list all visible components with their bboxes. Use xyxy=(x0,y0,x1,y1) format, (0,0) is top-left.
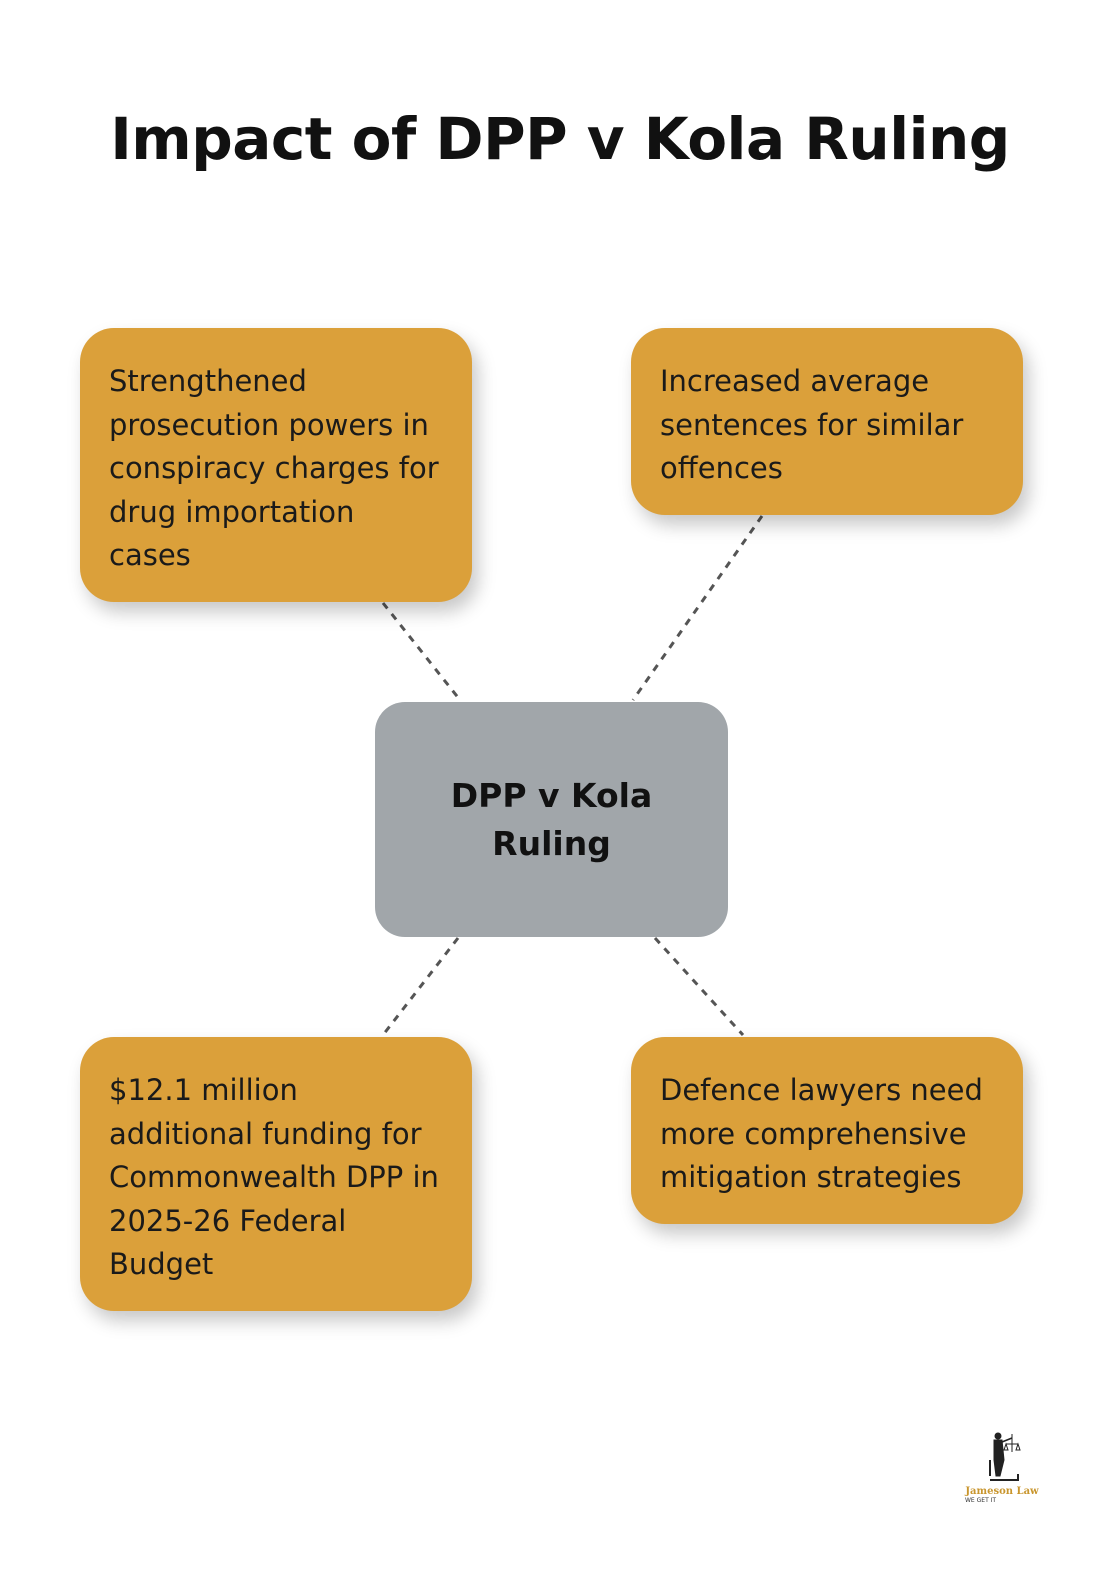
box-top-right: Increased average sentences for similar … xyxy=(631,328,1023,515)
connector-bottom-left xyxy=(381,937,460,1036)
box-top-left: Strengthened prosecution powers in consp… xyxy=(80,328,472,602)
lady-justice-icon xyxy=(989,1432,1021,1481)
connector-top-right xyxy=(631,515,764,701)
connector-bottom-right xyxy=(653,936,745,1037)
box-bottom-left: $12.1 million additional funding for Com… xyxy=(80,1037,472,1311)
page-title: Impact of DPP v Kola Ruling xyxy=(110,105,1010,173)
logo-tagline: WE GET IT xyxy=(965,1497,997,1504)
box-bottom-right: Defence lawyers need more comprehensive … xyxy=(631,1037,1023,1224)
logo-name: Jameson Law xyxy=(965,1486,1039,1497)
connector-top-left xyxy=(381,602,462,701)
center-node: DPP v Kola Ruling xyxy=(375,702,728,937)
logo: Jameson Law WE GET IT xyxy=(962,1430,1042,1504)
